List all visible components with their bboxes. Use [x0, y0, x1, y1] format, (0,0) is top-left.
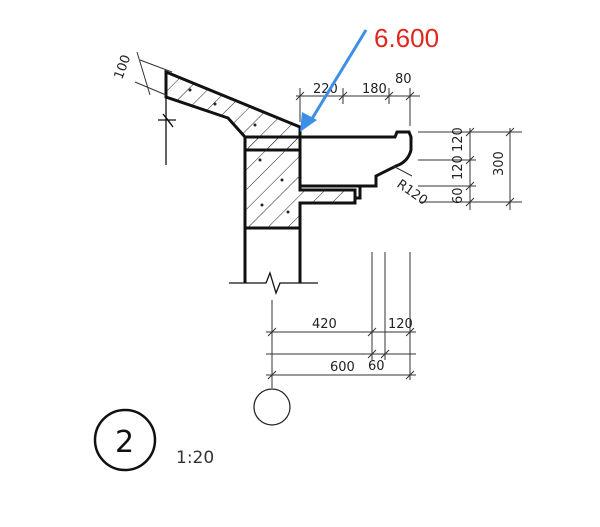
dim-top-chain — [295, 88, 420, 126]
dim-right-chain — [418, 127, 522, 210]
dim-label-bottom-60: 60 — [368, 359, 385, 374]
lower-walls — [243, 226, 302, 283]
detail-number: 2 — [115, 425, 134, 460]
axis-bubble — [253, 388, 291, 426]
dim-label-bottom-120: 120 — [388, 317, 413, 332]
dim-label-100: 100 — [112, 53, 135, 81]
dim-label-80: 80 — [395, 72, 412, 87]
dim-label-60: 60 — [451, 187, 466, 204]
elevation-label: 6.600 — [374, 23, 439, 53]
dim-label-300: 300 — [492, 151, 507, 176]
detail-scale: 1:20 — [176, 448, 214, 468]
wall-block — [243, 135, 357, 230]
dim-bottom — [266, 252, 416, 388]
cornice-profile — [300, 130, 413, 200]
dim-label-r120: R120 — [394, 177, 430, 209]
dim-label-180: 180 — [362, 82, 387, 97]
dim-label-420: 420 — [312, 317, 337, 332]
dim-label-600: 600 — [330, 360, 355, 375]
dim-label-120-mid: 120 — [451, 155, 466, 180]
concrete-section — [164, 69, 357, 230]
elevation-arrow — [300, 29, 368, 132]
break-lines — [158, 97, 318, 295]
detail-circle — [93, 408, 157, 472]
dim-label-120-top: 120 — [451, 127, 466, 152]
dim-thickness — [134, 51, 173, 96]
